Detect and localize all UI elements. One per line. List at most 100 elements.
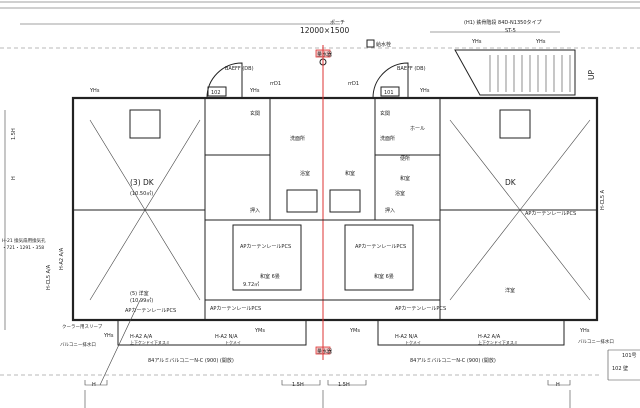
drawing-element [99,299,141,386]
legend-box: 101号 102 壁 [607,349,640,381]
unit-101-box [380,86,400,97]
top-dimension-lines [0,1,640,49]
label: rrD1 [270,81,281,87]
label: 9.72㎡ [243,281,259,288]
yh-label: YHs [535,39,546,45]
label: 上下ケンドイ下ヌスミ [478,339,518,345]
label: トクメイ [405,339,421,345]
drawing-element [327,380,367,386]
label: APカーテンレールPCS [525,211,576,217]
label: BAEFF (DB) [397,66,426,72]
label: 浴室 [395,190,405,197]
label: H-A2 A/A [478,334,501,340]
drawing-element: 1.5H [11,128,17,140]
porch-dimension: 12000×1500 [300,26,349,35]
drawing-element: H [11,176,17,180]
label: トクメイ [225,339,241,345]
label: APカーテンレールPCS [125,308,176,314]
label: (10.50㎡) [130,190,153,197]
label: rrD1 [348,81,359,87]
building-walls [71,45,599,360]
drawing-element [232,224,302,291]
label: H-CL5 A/A [46,264,52,290]
drawing-element [84,380,108,386]
wiring-lines [89,119,591,301]
drawing-element [499,109,531,139]
label: H-A2 N/A [395,334,418,340]
label: (5) 洋室 [130,290,149,297]
label: 玄関 [380,110,390,117]
stair-up-label: UP [587,70,596,80]
drawing-element [89,119,201,301]
label: H-21 換気扇用換気孔 [2,237,46,244]
label: DK [505,178,517,187]
drawing-element [117,319,307,346]
label: 和室 6畳 [374,273,394,280]
label: 上下ケンドイ下ヌスミ [130,339,170,345]
drawing-element [449,119,591,301]
label: H-A2 A/A [130,334,153,340]
water-tap-label: 給水栓 [376,41,391,48]
stair-type: (H1) 鉄骨階段 84D-N1350タイプ [464,19,542,26]
meter-label: 量水器 [317,51,332,58]
drawing-element [377,319,565,346]
label: クーラー用スリーブ [62,323,103,330]
drawing-element: H [556,382,560,388]
label: YHs [419,88,430,94]
bottom-dimensions: H 1.5H 1.5H H 1.5H H [0,110,600,408]
drawing-element: 1.5H [338,382,350,388]
drawing-element [489,55,571,92]
label: 和室 [345,170,355,177]
label: YHs [89,88,100,94]
label: 浴室 [300,170,310,177]
stair-code: ST-5 [505,28,516,34]
label: YHs [579,328,590,334]
label: BAEFF (DB) [225,66,254,72]
label: 和室 [400,175,410,182]
label: 押入 [250,207,260,214]
label: YHs [103,333,114,339]
label: ・721・1291・358 [2,245,44,251]
drawing-element [344,224,414,291]
unit-102-box [207,86,227,97]
label: YMs [254,328,265,334]
balconies [99,299,565,386]
window-labels: H-A2 A/A 上下ケンドイ下ヌスミ H-A2 N/A トクメイ H-A2 N… [2,189,614,364]
label: (10.99㎡) [130,297,153,304]
porch-label: ポーチ [330,19,345,26]
drawing-element [71,96,599,322]
legend-101: 101号 [622,353,637,359]
label: 洗面所 [290,135,305,142]
label: H-A2 A/A [59,247,65,270]
water-tap-icon [366,39,375,48]
label: 和室 6畳 [260,273,280,280]
label: YMs [349,328,360,334]
label: ホール [410,126,425,132]
label: (3) DK [130,178,155,187]
room-labels: BAEFF (DB) BAEFF (DB) YHs YHs YHs rrD1 r… [89,66,576,314]
label: 洋室 [505,287,515,294]
label: 便所 [400,155,410,162]
drawing-element [286,189,318,213]
meter-label: 量水器 [317,348,332,355]
label: H-A2 N/A [215,334,238,340]
drawing-element [454,49,576,96]
unit-number: 102 [211,90,221,96]
label: 玄関 [250,110,260,117]
label: 84アルミバルコニーN-C (900) (開放) [410,357,496,364]
drawing-element: 1.5H [292,382,304,388]
label: APカーテンレールPCS [395,306,446,312]
drawing-element [129,109,161,139]
drawing-element [329,189,361,213]
label: APカーテンレールPCS [240,244,291,250]
drawing-element [281,380,321,386]
door-101 [372,62,409,99]
drawing-element [547,380,571,386]
label: APカーテンレールPCS [210,306,261,312]
label: バルコニー排水口 [60,341,96,348]
label: H-CL5 A [600,189,606,210]
label: 洗面所 [380,135,395,142]
yh-label: YHs [471,39,482,45]
label: 押入 [385,207,395,214]
